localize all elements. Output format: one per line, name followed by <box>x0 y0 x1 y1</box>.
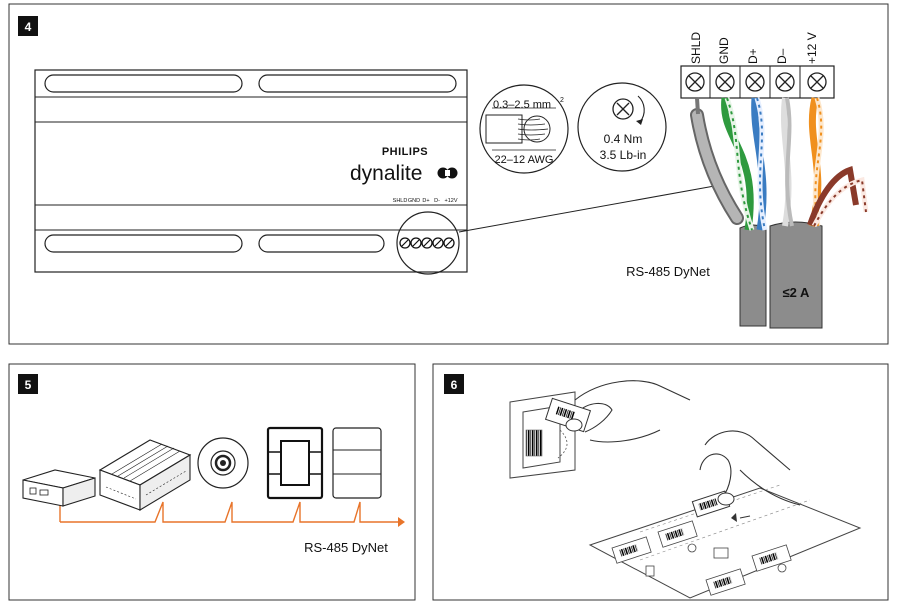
terminal-magnifier-circle <box>396 211 460 275</box>
terminal-label-dminus: D– <box>775 48 789 64</box>
terminal-labels: SHLD GND D+ D– +12 V <box>689 32 819 64</box>
torque-icon <box>577 82 667 172</box>
hand-picking-label <box>691 430 801 522</box>
cable-sheath-right <box>769 221 823 329</box>
small-controller-device <box>22 469 96 507</box>
cable-sheath-left <box>739 224 767 327</box>
product-logo: dynalite <box>350 162 422 185</box>
bus-label-rs485-panel5: RS-485 DyNet <box>304 540 388 555</box>
terminal-label-shld: SHLD <box>689 32 703 64</box>
top-slot-right <box>258 74 457 93</box>
terminal-label-dplus: D+ <box>746 48 760 64</box>
torque-nm: 0.4 Nm <box>604 132 643 146</box>
zoom-leader-line <box>458 184 721 233</box>
device-terminal-block <box>399 237 455 249</box>
torque-lbin: 3.5 Lb-in <box>600 148 647 162</box>
terminal-label-gnd: GND <box>717 37 731 64</box>
dynalite-mark-icon <box>437 167 458 179</box>
screw-icon-12v <box>807 72 827 92</box>
svg-text:+12V: +12V <box>445 198 458 204</box>
daisy-chain-line <box>60 501 398 523</box>
step-4-number: 4 <box>25 20 32 34</box>
switch-plate-device <box>332 427 382 499</box>
svg-text:GND: GND <box>408 198 420 204</box>
din-rail-module <box>98 439 192 511</box>
wire-gauge-mm: 0.3–2.5 mm <box>493 99 551 111</box>
svg-text:D+: D+ <box>422 198 429 204</box>
bottom-slot-left <box>44 234 243 253</box>
terminal-block <box>680 65 835 99</box>
screw-icon-shld <box>685 72 705 92</box>
svg-text:SHLD: SHLD <box>393 198 408 204</box>
direction-arrow-icon <box>731 513 737 522</box>
current-limit-label: ≤2 A <box>783 285 810 300</box>
screw-icon-dminus <box>775 72 795 92</box>
dynet-cables <box>690 97 869 329</box>
step-5-badge <box>18 374 38 394</box>
top-slot-left <box>44 74 243 93</box>
screw-icon-gnd <box>715 72 735 92</box>
round-sensor-device <box>197 437 249 489</box>
step-4-badge <box>18 16 38 36</box>
label-sheet <box>588 484 862 599</box>
svg-text:D-: D- <box>434 198 440 204</box>
peeled-barcode-label <box>555 406 576 420</box>
panel-4: 4 PHILIPS dynalite SHLD GND D+ D- <box>8 3 889 345</box>
picked-barcode-label <box>698 498 718 511</box>
bottom-slot-right <box>258 234 385 253</box>
wire-gauge-awg: 22–12 AWG <box>495 154 554 166</box>
panel-6: 6 <box>432 363 889 601</box>
wire-gauge-icon <box>479 84 569 174</box>
bus-label-rs485: RS-485 DyNet <box>626 264 710 279</box>
step-6-badge <box>444 374 464 394</box>
wire-gauge-superscript: 2 <box>560 97 564 104</box>
step-5-number: 5 <box>25 378 32 392</box>
dynalite-controller: PHILIPS dynalite SHLD GND D+ D- +12V <box>34 69 468 275</box>
panel-5: 5 <box>8 363 416 601</box>
device-terminal-labels: SHLD GND D+ D- +12V <box>393 198 458 204</box>
brand-logo: PHILIPS <box>382 146 428 158</box>
screw-icon-dplus <box>745 72 765 92</box>
step-6-number: 6 <box>451 378 458 392</box>
terminal-label-12v: +12 V <box>805 32 819 64</box>
hand-peeling-label <box>544 380 691 443</box>
device-barcode-label <box>525 429 543 457</box>
keypad-device <box>266 426 324 500</box>
bus-arrow-icon <box>398 517 405 527</box>
